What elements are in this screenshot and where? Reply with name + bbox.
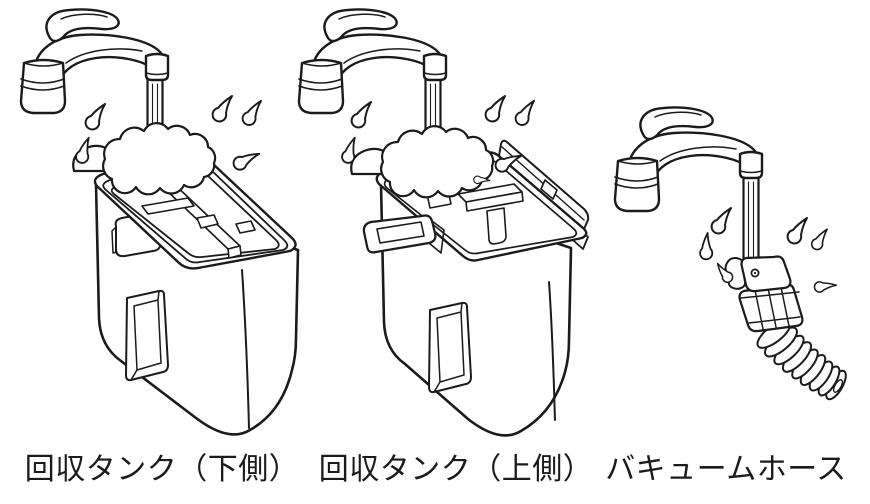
tank-window bbox=[428, 301, 472, 394]
tank-inner-dividers bbox=[393, 175, 524, 245]
vacuum-hose-figure bbox=[613, 106, 847, 401]
label-vacuum-hose: バキュームホース bbox=[605, 453, 847, 486]
recovery-tank-upper-figure bbox=[297, 8, 590, 437]
hose-collar bbox=[738, 283, 804, 333]
label-recovery-tank-lower: 回収タンク（下側） bbox=[24, 453, 300, 486]
label-recovery-tank-upper: 回収タンク（上側） bbox=[318, 453, 594, 486]
faucet-icon bbox=[613, 106, 764, 213]
splash-icon bbox=[350, 125, 495, 199]
faucet-icon bbox=[297, 8, 448, 115]
recovery-tank-lower-figure bbox=[19, 8, 300, 436]
hose-connector-head bbox=[724, 255, 792, 293]
faucet-icon bbox=[19, 8, 170, 115]
hose-corrugation bbox=[756, 319, 847, 401]
tank-window bbox=[125, 289, 169, 382]
water-stream bbox=[742, 176, 760, 262]
tank-lower-body bbox=[93, 156, 300, 436]
tank-latch-clip bbox=[362, 214, 445, 254]
